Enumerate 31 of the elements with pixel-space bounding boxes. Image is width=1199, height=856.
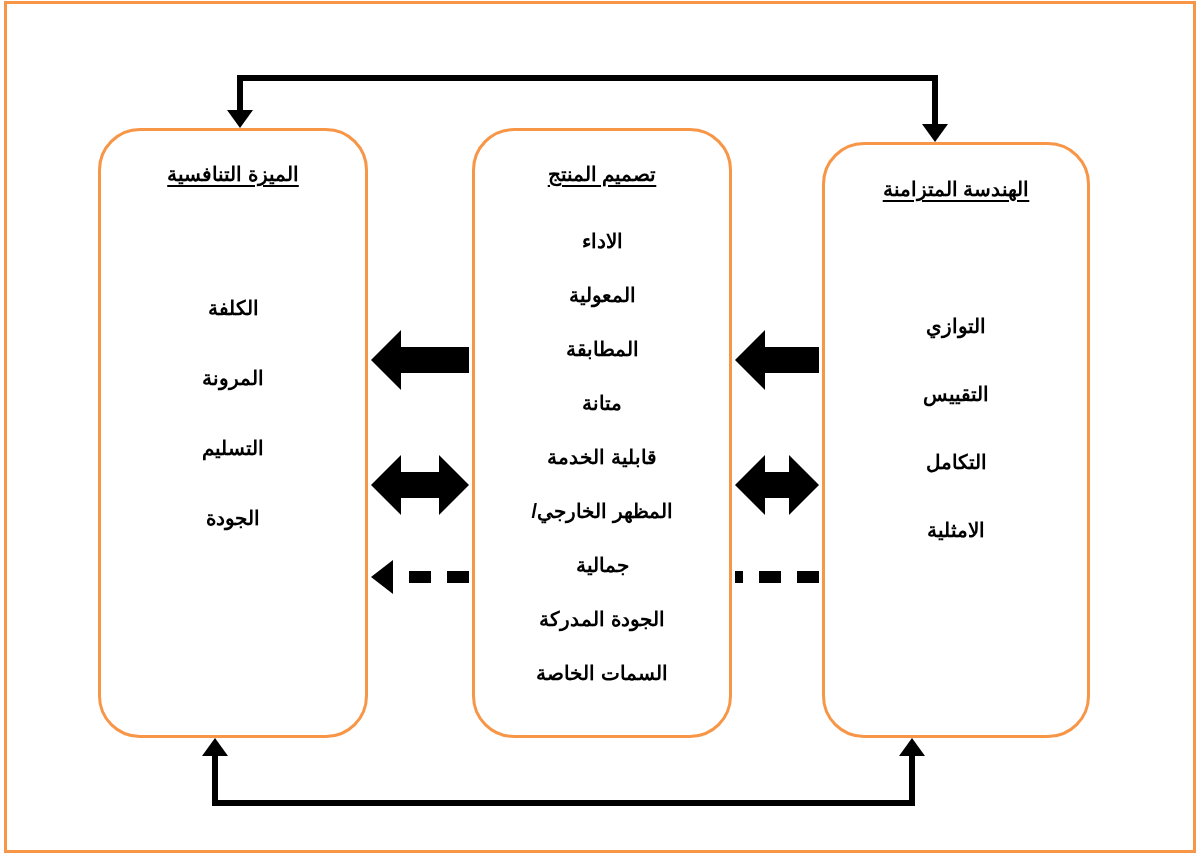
list-item: التقييس [923, 382, 989, 407]
list-item: الاداء [581, 229, 623, 254]
list-item: متانة [582, 391, 622, 416]
list-item: التوازي [926, 314, 986, 339]
list-item: الجودة المدركة [539, 607, 665, 632]
list-item: المعولية [568, 283, 636, 308]
list-item: الجودة [206, 506, 260, 531]
connector-line [735, 571, 819, 583]
box-heading: تصميم المنتج [547, 162, 657, 187]
list-item: السمات الخاصة [536, 661, 668, 686]
arrow [371, 455, 469, 515]
arrow [371, 330, 469, 390]
list-item: جمالية [575, 553, 629, 578]
list-item: التسليم [202, 436, 264, 461]
rounded-box [98, 128, 368, 738]
list-item: التكامل [925, 450, 987, 475]
box-heading: الميزة التنافسية [167, 162, 299, 187]
list-item: الامثلية [927, 518, 985, 543]
list-item: المطابقة [565, 337, 639, 362]
rounded-box [472, 128, 732, 738]
arrow [371, 560, 469, 594]
arrow [735, 330, 819, 390]
box-heading: الهندسة المتزامنة [882, 177, 1030, 202]
rounded-box [822, 142, 1090, 738]
list-item: المظهر الخارجي/ [531, 499, 673, 524]
arrow [202, 738, 925, 806]
arrow [735, 455, 819, 515]
list-item: المرونة [202, 366, 264, 391]
arrow [227, 75, 948, 142]
list-item: قابلية الخدمة [547, 445, 657, 470]
list-item: الكلفة [207, 296, 259, 321]
